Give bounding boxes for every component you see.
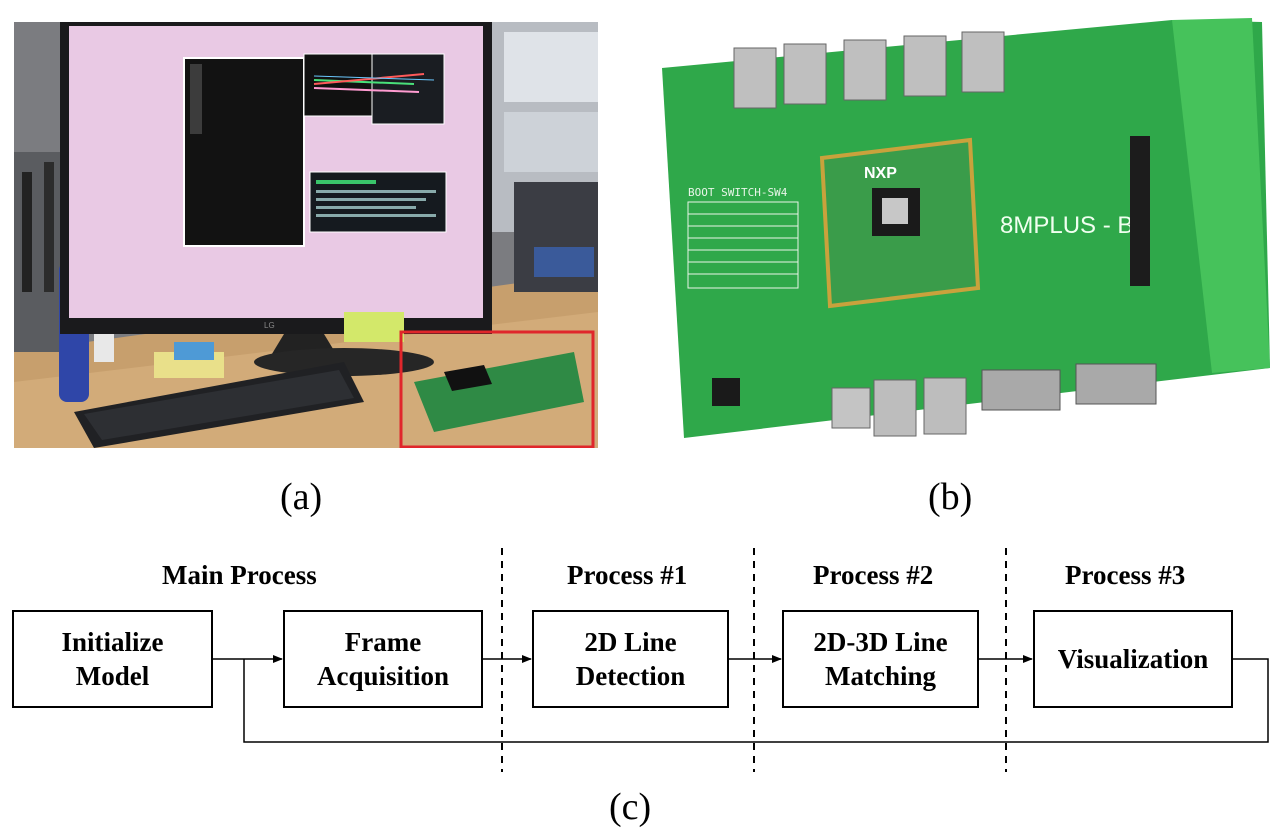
panel-label-c: (c) <box>609 786 652 828</box>
box-init-line2: Model <box>75 661 150 691</box>
monitor-brand: LG <box>264 321 275 330</box>
photo-workstation: LG <box>14 22 598 448</box>
box-matching-line2: Matching <box>825 661 936 691</box>
board-highlight-box <box>399 330 595 448</box>
box-visualization: Visualization <box>1033 610 1233 708</box>
workstation-illustration: LG <box>14 22 598 448</box>
box-init-line1: Initialize <box>61 627 164 657</box>
box-frame-line2: Acquisition <box>316 661 450 691</box>
panel-label-b: (b) <box>928 476 973 518</box>
arrow-feedback-loop <box>243 658 1269 743</box>
box-detection-line2: Detection <box>575 661 686 691</box>
brand-text: NXP <box>864 165 897 182</box>
box-detection-line1: 2D Line <box>584 627 677 657</box>
process-title-2: Process #2 <box>813 560 934 590</box>
boot-switch-title: BOOT SWITCH-SW4 <box>688 186 788 199</box>
box-frame-line1: Frame <box>344 627 422 657</box>
process-title-main: Main Process <box>162 560 317 590</box>
box-2d-line-detection: 2D Line Detection <box>532 610 729 708</box>
box-visualization-line1: Visualization <box>1057 644 1209 674</box>
panel-label-a: (a) <box>280 476 323 518</box>
box-initialize-model: Initialize Model <box>12 610 213 708</box>
process-title-3: Process #3 <box>1065 560 1186 590</box>
process-title-1: Process #1 <box>567 560 688 590</box>
board-name: 8MPLUS - BB <box>1000 212 1149 239</box>
pcb-illustration: NXP BOOT SWITCH-SW4 8MPLUS - BB <box>662 18 1270 438</box>
box-matching-line1: 2D-3D Line <box>813 627 948 657</box>
box-frame-acquisition: Frame Acquisition <box>283 610 483 708</box>
photo-pcb-board: NXP BOOT SWITCH-SW4 8MPLUS - BB <box>652 8 1270 448</box>
box-2d-3d-line-matching: 2D-3D Line Matching <box>782 610 979 708</box>
